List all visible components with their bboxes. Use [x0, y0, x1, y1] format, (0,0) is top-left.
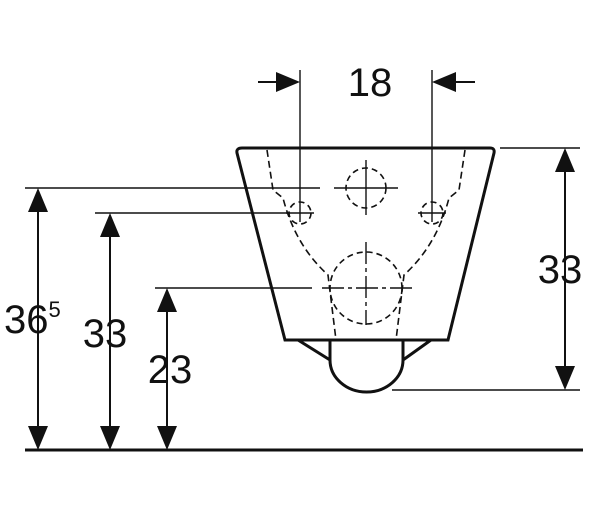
dim-label-33-left: 33: [83, 312, 128, 356]
dim-label-18: 18: [348, 61, 393, 105]
bowl-foot: [297, 338, 432, 394]
arrowheads: [28, 72, 575, 450]
dim-label-36-5: 365: [4, 297, 61, 342]
center-lines: [286, 160, 446, 325]
dim-label-36-main: 36: [4, 298, 49, 342]
extension-lines: [25, 70, 580, 391]
dim-label-33-right: 33: [538, 248, 583, 292]
hidden-inner-contour: [266, 149, 466, 341]
bowl-outline: [235, 146, 496, 342]
dim-label-36-sup: 5: [49, 297, 61, 322]
dim-label-23: 23: [148, 348, 193, 392]
